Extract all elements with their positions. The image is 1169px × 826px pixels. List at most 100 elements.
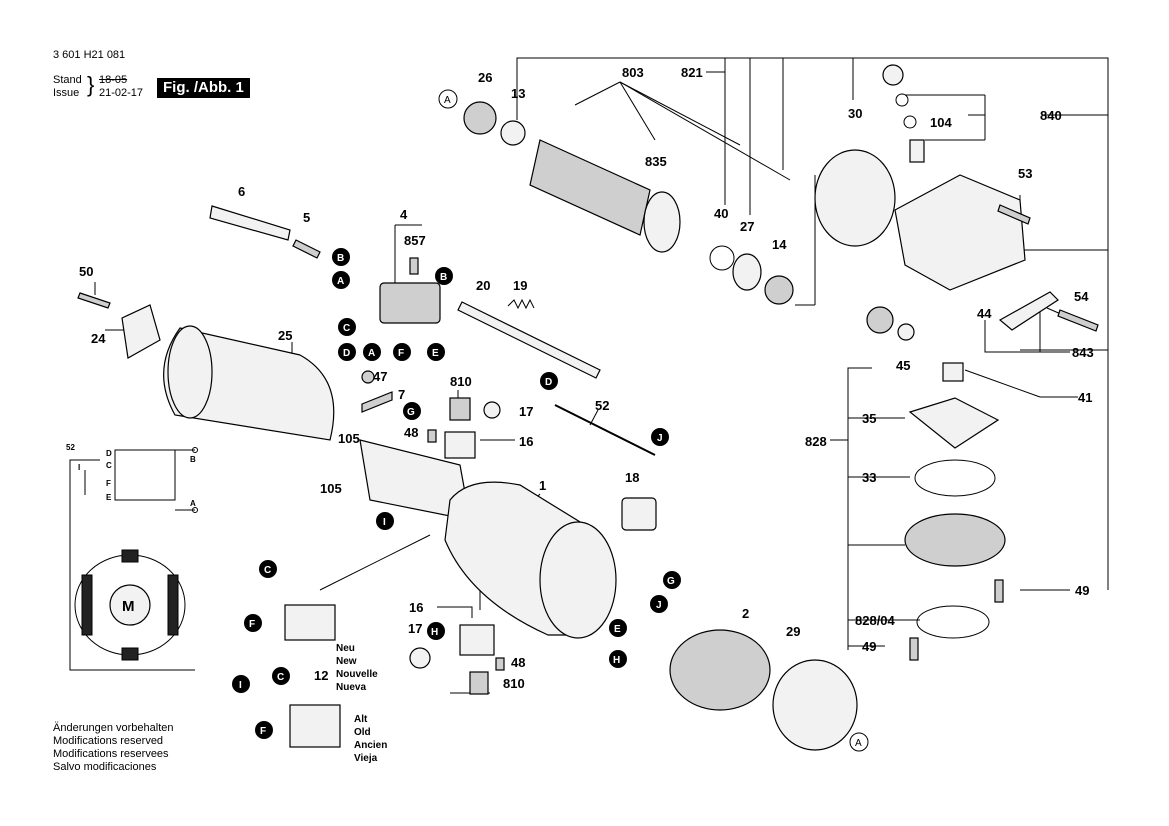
- part-label-27: 27: [740, 219, 754, 234]
- part-label-18: 18: [625, 470, 639, 485]
- part-label-828: 828: [805, 434, 827, 449]
- part-label-48-upper: 48: [404, 425, 418, 440]
- connector-B-2: B: [435, 267, 453, 285]
- connector-C-2: C: [259, 560, 277, 578]
- part-label-24: 24: [91, 331, 106, 346]
- svg-text:C: C: [343, 323, 350, 334]
- terminal-C: C: [106, 461, 112, 470]
- terminal-D: D: [106, 449, 112, 458]
- part-label-49-upper: 49: [1075, 583, 1089, 598]
- connector-G-1: G: [403, 402, 421, 420]
- part-810-suppressor: [449, 397, 471, 421]
- svg-text:C: C: [264, 565, 271, 576]
- part-17-clip: [483, 401, 501, 419]
- part-label-6: 6: [238, 184, 245, 199]
- part-label-19: 19: [513, 278, 527, 293]
- document-number: 3 601 H21 081: [53, 49, 126, 61]
- part-52-rod: [554, 404, 656, 456]
- part-label-17-lower: 17: [408, 621, 422, 636]
- connector-D-2: D: [540, 372, 558, 390]
- part-48-screw: [427, 429, 437, 443]
- old-date: 18-05: [99, 74, 128, 86]
- part-label-33: 33: [862, 470, 876, 485]
- note-de: Änderungen vorbehalten: [53, 722, 174, 734]
- connector-F-2: F: [244, 614, 262, 632]
- part-label-30: 30: [848, 106, 862, 121]
- part-label-40: 40: [714, 206, 728, 221]
- part-label-105-lower: 105: [320, 481, 342, 496]
- connector-C-1: C: [338, 318, 356, 336]
- part-label-12: 12: [314, 668, 328, 683]
- part-48-screw-lower: [495, 657, 505, 671]
- svg-text:F: F: [249, 619, 255, 630]
- svg-text:G: G: [667, 576, 675, 587]
- svg-text:J: J: [656, 600, 662, 611]
- part-label-16-lower: 16: [409, 600, 423, 615]
- part-label-54: 54: [1074, 289, 1089, 304]
- part-104-o-ring: [903, 115, 917, 129]
- svg-text:D: D: [343, 348, 350, 359]
- part-82804-ring: [916, 605, 990, 639]
- svg-text:I: I: [383, 517, 386, 528]
- part-label-4: 4: [400, 207, 408, 222]
- part-label-843: 843: [1072, 345, 1094, 360]
- part-number-labels: 1 2 4 5 6 7 12 13 14 16 16 17 17 18 19 2…: [79, 65, 1094, 691]
- spindle-lock-pin: [909, 139, 925, 163]
- svg-text:E: E: [614, 624, 621, 635]
- svg-text:J: J: [657, 433, 663, 444]
- part-label-26: 26: [478, 70, 492, 85]
- part-label-35: 35: [862, 411, 876, 426]
- part-47-screw: [361, 370, 375, 384]
- part-label-104: 104: [930, 115, 952, 130]
- part-7-bracket: [361, 391, 393, 413]
- terminal-F: F: [106, 479, 111, 488]
- connector-A-1: A: [438, 89, 458, 109]
- connector-J-1: J: [651, 428, 669, 446]
- motor-label: M: [122, 598, 135, 615]
- connector-E-2: E: [609, 619, 627, 637]
- spindle-lock-cap: [882, 64, 904, 86]
- terminal-E: E: [106, 493, 112, 502]
- part-41-bearing: [942, 362, 964, 382]
- part-label-47: 47: [373, 369, 387, 384]
- part-12-brush-holder-new: [284, 604, 336, 641]
- part-5-cable: [292, 239, 321, 259]
- connector-F-1: F: [393, 343, 411, 361]
- connector-G-2: G: [663, 571, 681, 589]
- connector-A-2: A: [332, 271, 350, 289]
- variant-new-en: New: [336, 656, 357, 667]
- part-54-screw: [1057, 309, 1099, 332]
- part-label-25: 25: [278, 328, 292, 343]
- svg-text:E: E: [432, 348, 439, 359]
- part-50-screw: [77, 292, 111, 309]
- part-25-housing-end: [167, 325, 213, 419]
- connector-E-1: E: [427, 343, 445, 361]
- part-17-clip-lower: [409, 647, 431, 669]
- part-label-803: 803: [622, 65, 644, 80]
- variant-old-es: Vieja: [354, 753, 378, 764]
- part-label-5: 5: [303, 210, 310, 225]
- part-label-45: 45: [896, 358, 910, 373]
- part-label-53: 53: [1018, 166, 1032, 181]
- variant-new-labels: Neu New Nouvelle Nueva: [336, 643, 378, 693]
- connector-I-2: I: [232, 675, 250, 693]
- svg-text:I: I: [239, 680, 242, 691]
- part-label-821: 821: [681, 65, 703, 80]
- connector-B-1: B: [332, 248, 350, 266]
- svg-text:C: C: [277, 672, 284, 683]
- part-label-105-upper: 105: [338, 431, 360, 446]
- spindle-lock-spring: [895, 93, 909, 107]
- svg-text:G: G: [407, 407, 415, 418]
- part-2-field: [669, 629, 771, 711]
- connector-F-3: F: [255, 721, 273, 739]
- connector-A-4: A: [849, 732, 869, 752]
- part-label-52: 52: [595, 398, 609, 413]
- part-label-41: 41: [1078, 390, 1092, 405]
- part-44-lever: [998, 291, 1059, 331]
- part-30-plate: [814, 149, 896, 247]
- variant-new-de: Neu: [336, 643, 355, 654]
- connector-H-1: H: [427, 622, 445, 640]
- part-27-washer: [732, 253, 762, 291]
- part-53-screw: [997, 204, 1031, 225]
- note-fr: Modifications reservees: [53, 748, 169, 760]
